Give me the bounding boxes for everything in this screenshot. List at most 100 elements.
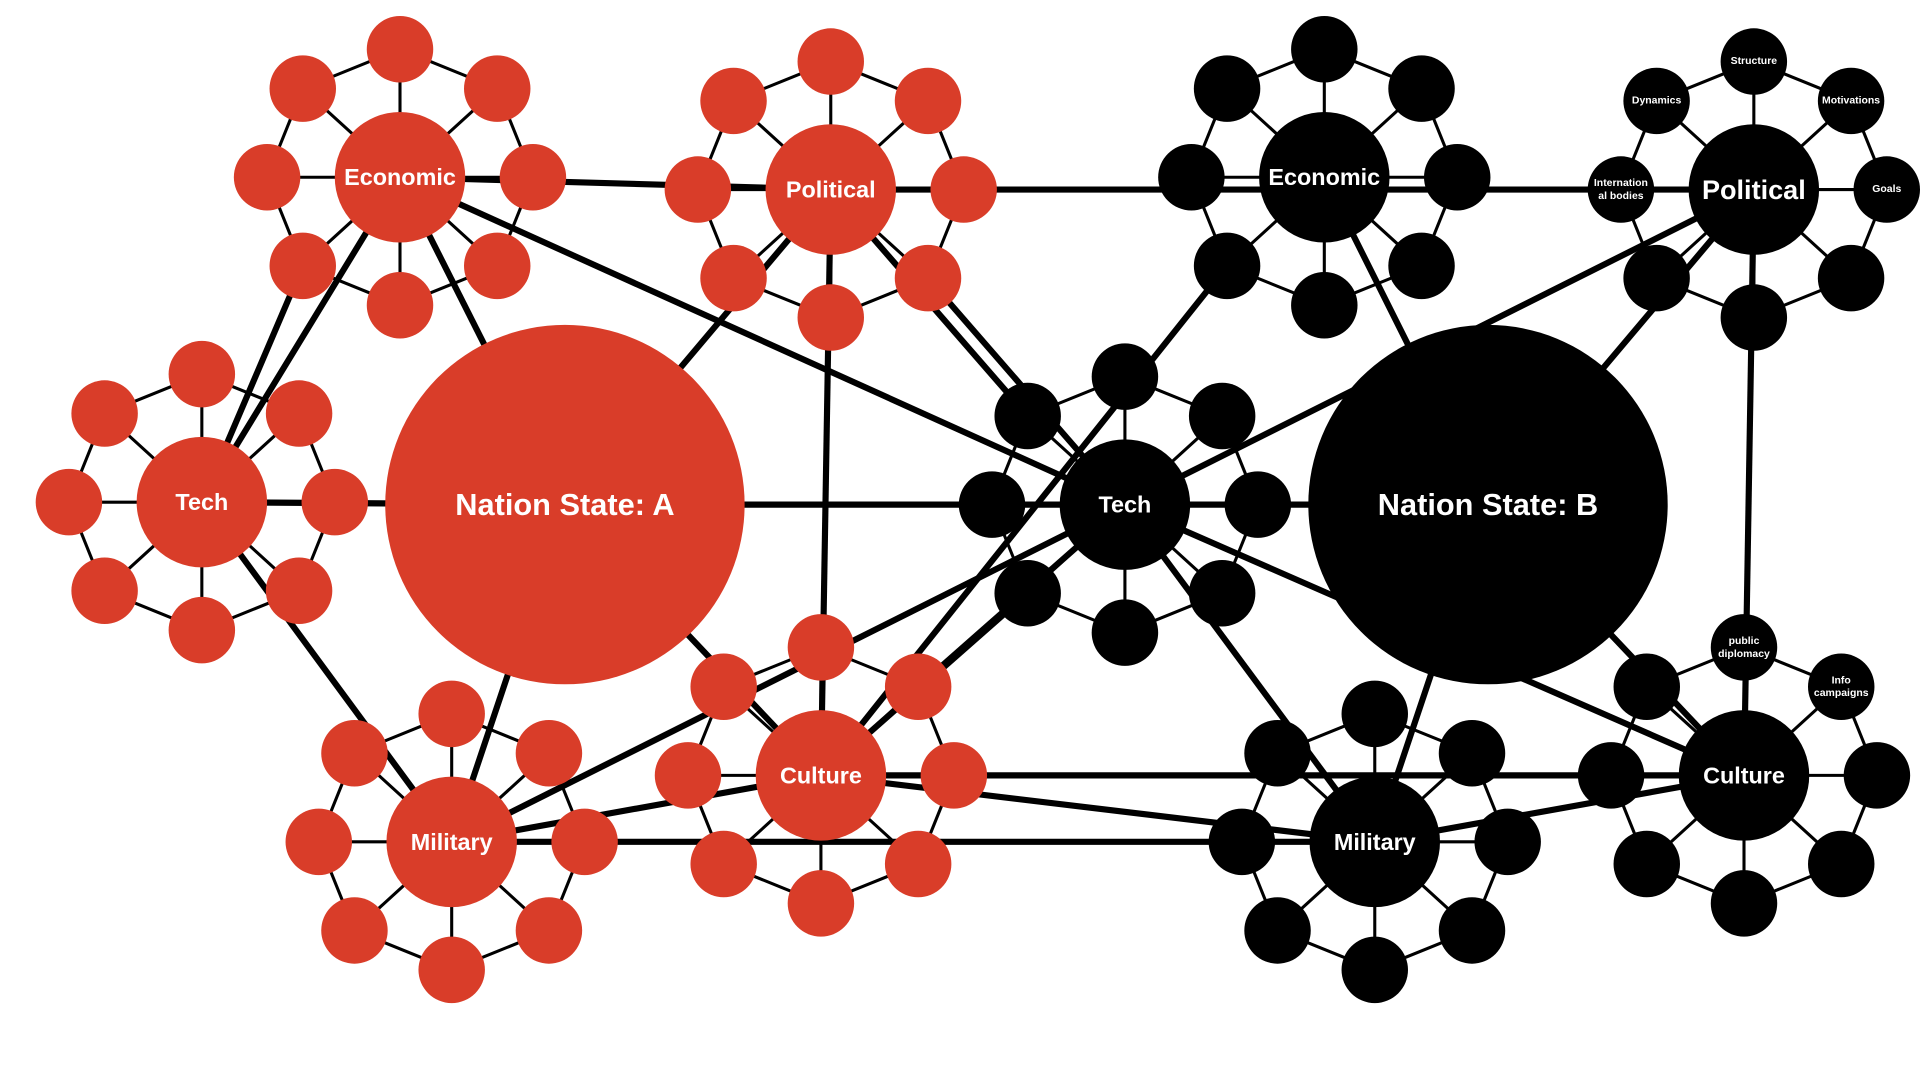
satellite-node[interactable] [930,156,997,223]
satellite-node[interactable] [71,380,138,447]
satellite-node[interactable] [1388,55,1455,122]
satellite-node[interactable] [1424,144,1491,211]
satellite-node[interactable] [269,232,336,300]
nation-node-A-nation[interactable] [385,324,745,685]
satellite-node[interactable] [515,720,583,787]
cluster-B-eco: Economic [1158,16,1491,339]
satellite-node[interactable] [1341,936,1408,1004]
satellite-node[interactable] [269,55,336,122]
satellite-node[interactable] [1843,742,1911,809]
satellite-node[interactable] [1291,272,1358,339]
satellite-node[interactable] [233,144,301,211]
satellite-node[interactable] [1244,720,1311,787]
cluster-B-tech: Tech [958,343,1292,666]
hub-label: Culture [780,762,862,788]
satellite-node[interactable] [1623,67,1690,135]
satellite-node[interactable] [664,156,732,223]
satellite-node[interactable] [551,808,618,876]
satellite-node[interactable] [1388,232,1455,300]
satellite-node[interactable] [690,653,757,720]
satellite-node[interactable] [1244,897,1311,964]
satellite-node[interactable] [1158,144,1225,211]
hub-node-B-tech[interactable] [1059,439,1191,570]
hub-node-B-cul[interactable] [1678,710,1810,841]
satellite-node[interactable] [418,680,485,748]
satellite-node[interactable] [1808,653,1875,720]
satellite-node[interactable] [1091,343,1159,410]
satellite-node[interactable] [1710,870,1778,937]
satellite-node[interactable] [1613,830,1680,898]
satellite-node[interactable] [1808,830,1875,898]
satellite-node[interactable] [1188,382,1256,450]
satellite-node[interactable] [515,897,583,964]
satellite-node[interactable] [1623,244,1690,312]
satellite-node[interactable] [366,272,434,339]
satellite-node[interactable] [700,244,767,312]
satellite-node[interactable] [787,614,855,681]
hub-node-A-eco[interactable] [334,112,466,243]
satellite-node[interactable] [920,742,988,809]
satellite-label: Goals [1872,184,1901,195]
satellite-node[interactable] [35,468,103,536]
satellite-node[interactable] [464,232,531,300]
satellite-node[interactable] [1474,808,1541,876]
satellite-node[interactable] [654,742,722,809]
satellite-node[interactable] [787,870,855,937]
satellite-node[interactable] [168,340,236,408]
satellite-node[interactable] [1224,471,1292,538]
satellite-node[interactable] [797,28,864,95]
satellite-node[interactable] [1577,742,1645,809]
satellite-node[interactable] [366,16,434,83]
satellite-node[interactable] [168,596,236,664]
satellite-node[interactable] [690,830,757,898]
satellite-node[interactable] [1587,156,1655,223]
satellite-node[interactable] [71,557,138,624]
satellite-node[interactable] [958,471,1026,538]
satellite-node[interactable] [1720,28,1788,95]
satellite-node[interactable] [884,830,952,898]
satellite-node[interactable] [301,468,368,536]
satellite-node[interactable] [1341,680,1408,748]
satellite-node[interactable] [1091,599,1159,666]
cluster-A-tech: Tech [35,340,368,664]
satellite-node[interactable] [797,284,864,351]
satellite-node[interactable] [1291,16,1358,83]
satellite-node[interactable] [265,557,333,624]
hub-label: Political [786,177,876,203]
satellite-node[interactable] [418,936,485,1004]
satellite-node[interactable] [994,560,1061,627]
satellite-node[interactable] [1613,653,1680,720]
satellite-node[interactable] [1710,614,1778,681]
satellite-node[interactable] [1720,284,1788,351]
satellite-node[interactable] [884,653,952,720]
satellite-node[interactable] [1188,560,1256,627]
hub-node-B-mil[interactable] [1309,776,1440,908]
satellite-node[interactable] [1438,720,1506,787]
satellite-node[interactable] [499,144,567,211]
hub-node-A-cul[interactable] [755,710,887,841]
satellite-node[interactable] [894,244,962,312]
satellite-node[interactable] [321,720,388,787]
satellite-node[interactable] [894,67,962,135]
satellite-node[interactable] [265,380,333,447]
satellite-node[interactable] [994,382,1061,450]
nation-node-B-nation[interactable] [1308,324,1668,685]
satellite-node[interactable] [700,67,767,135]
satellite-node[interactable] [1193,55,1261,122]
satellite-node[interactable] [321,897,388,964]
hub-node-B-eco[interactable] [1259,112,1390,243]
hub-node-A-mil[interactable] [386,776,517,908]
satellite-node[interactable] [1438,897,1506,964]
hub-node-B-pol[interactable] [1688,124,1820,255]
satellite-node[interactable] [1193,232,1261,300]
hub-node-A-tech[interactable] [136,436,268,568]
satellite-node[interactable] [285,808,352,876]
hub-label: Political [1702,174,1806,205]
satellite-node[interactable] [1817,67,1885,135]
satellite-node[interactable] [1208,808,1276,876]
satellite-node[interactable] [464,55,531,122]
satellite-node[interactable] [1817,244,1885,312]
satellite-node[interactable] [1853,156,1920,223]
hub-node-A-pol[interactable] [765,124,896,255]
